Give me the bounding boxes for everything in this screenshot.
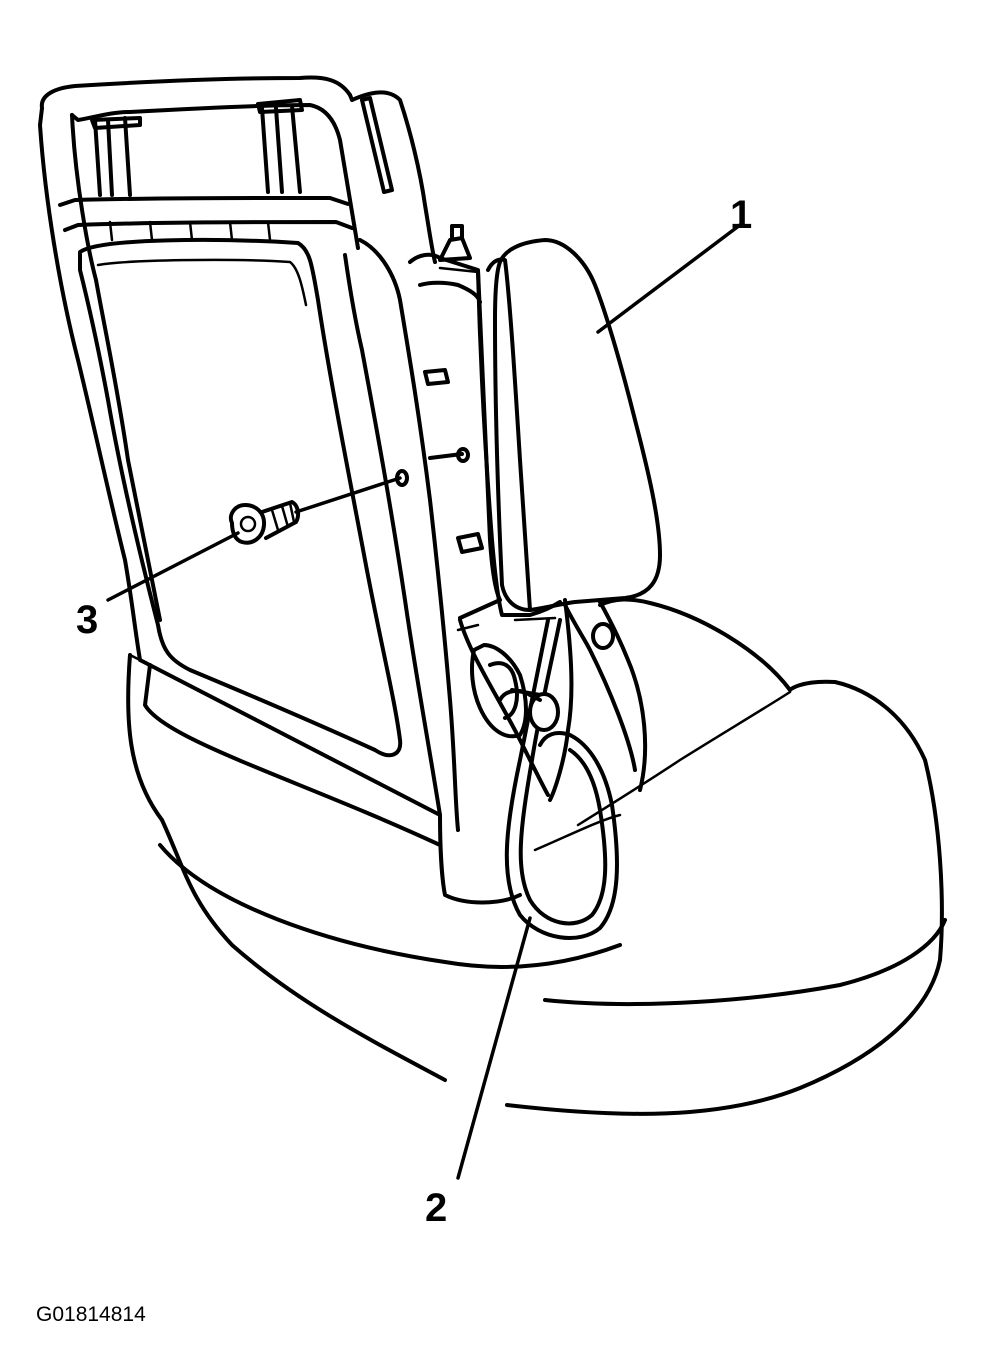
- figure-id: G01814814: [36, 1303, 146, 1326]
- wiring-harness-connector: [458, 598, 648, 940]
- side-airbag-module: [476, 238, 662, 622]
- screw: [228, 476, 402, 545]
- seat-cushion: [126, 597, 947, 1116]
- callout-2: 2: [425, 1186, 448, 1230]
- leader-lines: [106, 223, 742, 1180]
- seat-back-frame: [38, 75, 522, 905]
- mounting-bracket: [408, 224, 502, 632]
- leader-line-1: [596, 223, 742, 334]
- callout-3: 3: [76, 598, 99, 642]
- leader-line-3: [106, 531, 240, 602]
- callout-1: 1: [730, 193, 753, 237]
- leader-line-2: [456, 916, 532, 1180]
